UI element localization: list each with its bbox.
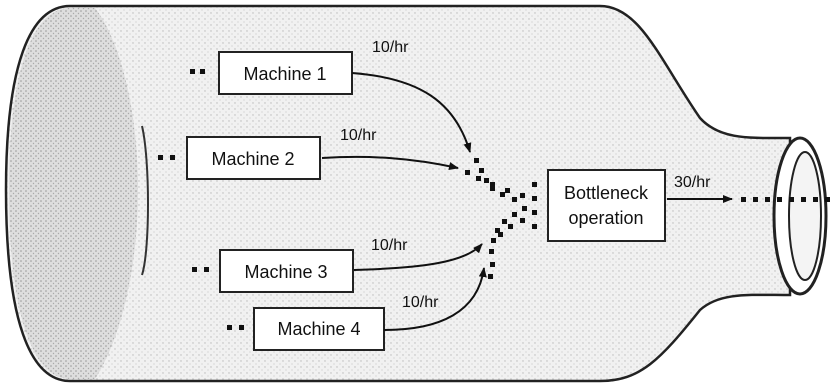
bottleneck-label-line2: operation <box>568 208 643 228</box>
rate-label-machine-4: 10/hr <box>402 294 439 311</box>
bottleneck-operation-box: Bottleneck operation <box>548 170 665 241</box>
bottleneck-label-line1: Bottleneck <box>564 183 649 203</box>
machine-4: Machine 4 <box>254 308 384 350</box>
machine-2: Machine 2 <box>187 137 320 179</box>
machine-3-label: Machine 3 <box>244 262 327 282</box>
rate-label-machine-1: 10/hr <box>372 39 409 56</box>
rate-label-machine-2: 10/hr <box>340 127 377 144</box>
machine-4-label: Machine 4 <box>277 319 360 339</box>
machine-1: Machine 1 <box>219 52 352 94</box>
rate-label-machine-3: 10/hr <box>371 237 408 254</box>
output-rate-label: 30/hr <box>674 174 711 191</box>
machine-2-label: Machine 2 <box>211 149 294 169</box>
machine-1-label: Machine 1 <box>243 64 326 84</box>
machine-3: Machine 3 <box>220 250 353 292</box>
bottle-base-shading <box>9 8 138 379</box>
bottle-neck-ring-inner <box>789 152 821 280</box>
